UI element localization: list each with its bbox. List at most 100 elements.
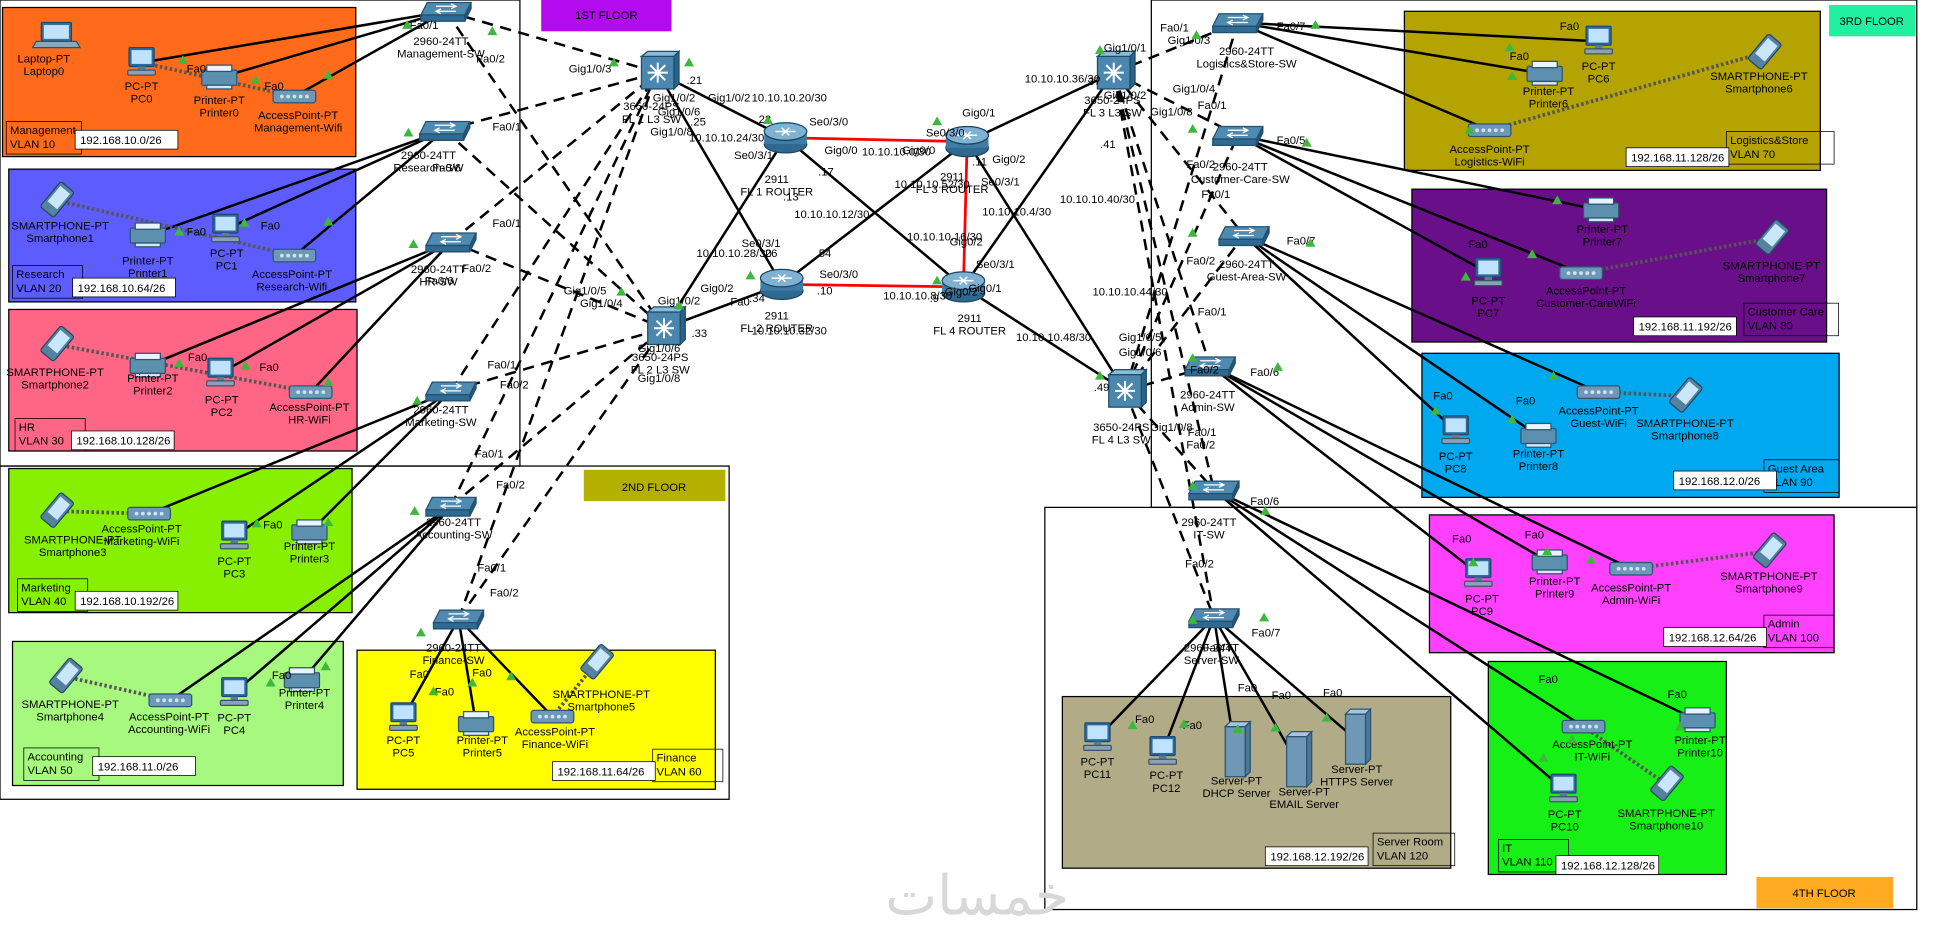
port-label: Fa0/2 bbox=[500, 379, 529, 391]
pc-icon bbox=[1083, 722, 1112, 752]
device-type: PC-PT bbox=[1149, 770, 1183, 782]
device-name: PC2 bbox=[211, 407, 233, 419]
vlan-id: VLAN 60 bbox=[656, 766, 701, 778]
link-line bbox=[233, 389, 452, 538]
port-label: Fa0 bbox=[1452, 533, 1471, 545]
port-label: Fa0/6 bbox=[425, 275, 454, 287]
wireless-link bbox=[56, 342, 312, 394]
port-label: Se0/3/0 bbox=[819, 269, 858, 281]
device-type: PC-PT bbox=[1465, 594, 1499, 606]
node-model: 2911 bbox=[940, 171, 964, 183]
it-area bbox=[1487, 660, 1727, 876]
vlan-id: VLAN 120 bbox=[1377, 850, 1428, 862]
port-label: Fa0/1 bbox=[477, 562, 506, 574]
device-name: Smartphone8 bbox=[1651, 431, 1719, 443]
vlan-dept-name: Guest Area bbox=[1768, 463, 1825, 475]
device-name: PC10 bbox=[1551, 822, 1579, 834]
link-line bbox=[449, 72, 659, 507]
switch-icon bbox=[1188, 608, 1240, 629]
subnet-label: 10.10.10.28/30 bbox=[697, 248, 772, 260]
pc-icon bbox=[1441, 415, 1471, 445]
pc-icon bbox=[388, 702, 418, 732]
l3-switch-icon bbox=[1107, 368, 1148, 409]
device-type: Printer-PT bbox=[1523, 86, 1574, 98]
device-name: Printer7 bbox=[1583, 237, 1622, 249]
vlan-subnet: 192.168.10.192/26 bbox=[80, 596, 174, 608]
device-name: Printer6 bbox=[1529, 99, 1568, 111]
link-line bbox=[1237, 134, 1489, 275]
